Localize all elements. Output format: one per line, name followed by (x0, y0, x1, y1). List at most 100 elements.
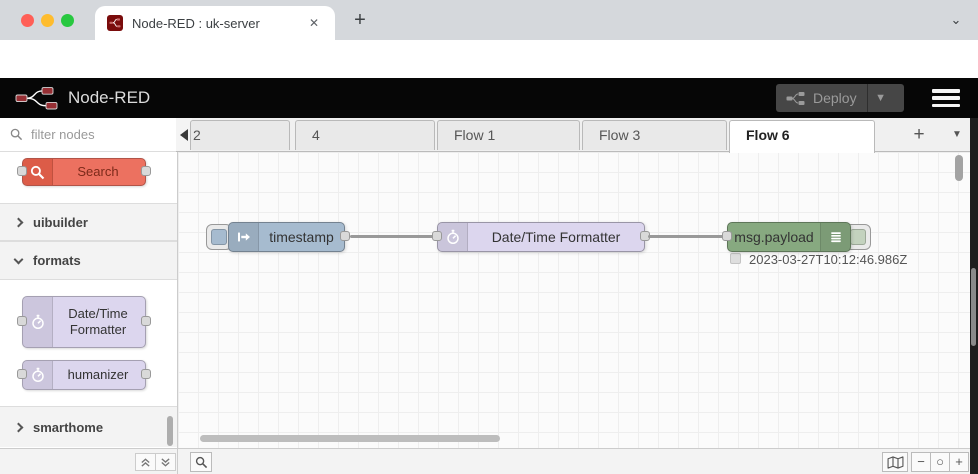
filter-search-icon (10, 128, 23, 141)
canvas-hscrollbar-thumb[interactable] (200, 435, 500, 442)
page-scrollbar-track (970, 118, 978, 474)
navigator-toggle-button[interactable] (882, 452, 908, 472)
inject-trigger-inner (211, 229, 227, 245)
double-chevron-up-icon (141, 457, 150, 467)
inject-trigger-button[interactable] (206, 224, 232, 250)
node-input-port[interactable] (722, 231, 732, 241)
browser-tab[interactable]: Node-RED : uk-server ✕ (95, 6, 335, 40)
node-input-port[interactable] (17, 316, 27, 326)
deploy-label: Deploy (813, 90, 857, 106)
search-node-icon-strip (23, 159, 53, 185)
scroll-left-icon (180, 128, 188, 141)
palette-category-uibuilder[interactable]: uibuilder (0, 203, 177, 241)
deploy-options-caret[interactable]: ▼ (875, 92, 887, 104)
tab-search-chevron-icon[interactable]: ⌄ (950, 12, 962, 27)
palette-filter (0, 118, 178, 152)
palette-collapse-all-button[interactable] (135, 453, 156, 471)
node-input-port[interactable] (17, 369, 27, 379)
add-flow-button[interactable]: + (913, 124, 925, 145)
node-output-port[interactable] (141, 166, 151, 176)
deploy-divider (866, 84, 868, 112)
debug-list-icon (830, 232, 841, 243)
new-tab-button[interactable]: + (354, 9, 366, 31)
canvas-node-debug[interactable]: msg.payload (722, 222, 851, 252)
workspace-tab-label: Flow 3 (599, 127, 641, 143)
chevron-right-icon (13, 217, 24, 227)
canvas-node-inject[interactable]: timestamp (228, 222, 350, 252)
page-scrollbar-thumb[interactable] (971, 268, 976, 346)
flow-list-button[interactable]: ▼ (952, 129, 962, 140)
workspace-tab-label: Flow 1 (454, 127, 496, 143)
palette-node-search[interactable]: Search (17, 158, 151, 186)
canvas-search-button[interactable] (190, 452, 212, 472)
tab-close-icon[interactable]: ✕ (308, 16, 319, 30)
palette-category-formats[interactable]: formats (0, 241, 177, 280)
node-output-port[interactable] (141, 369, 151, 379)
canvas-vscrollbar-thumb[interactable] (955, 155, 963, 181)
browser-tab-title: Node-RED : uk-server (132, 15, 260, 31)
tab-scroll-left-button[interactable] (176, 118, 192, 152)
datetime-node-icon-strip (438, 223, 468, 251)
node-status-dot (730, 253, 741, 264)
app-title: Node-RED (68, 88, 151, 107)
flow-canvas[interactable]: timestamp Date/Time Formatter msg.payloa (178, 152, 970, 448)
search-icon (30, 165, 45, 179)
node-output-port[interactable] (141, 316, 151, 326)
node-red-favicon (107, 15, 123, 31)
palette-node-label: Date/Time Formatter (68, 306, 128, 337)
node-input-port[interactable] (432, 231, 442, 241)
workspace-tab-partial[interactable]: 2 (190, 120, 290, 150)
wire-inject-to-formatter[interactable] (350, 235, 437, 238)
node-palette: Search uibuilder formats Date/Time Forma… (0, 152, 178, 448)
inject-arrow-icon (237, 232, 250, 242)
palette-node-datetime-formatter[interactable]: Date/Time Formatter (17, 296, 151, 348)
palette-category-smarthome[interactable]: smarthome (0, 406, 177, 447)
timer-icon (446, 229, 459, 245)
zoom-reset-button[interactable]: ○ (930, 452, 950, 472)
filter-nodes-input[interactable] (29, 126, 159, 143)
workspace-tab-flow6-active[interactable]: Flow 6 (729, 120, 875, 153)
chevron-right-icon (13, 422, 24, 432)
node-input-port[interactable] (17, 166, 27, 176)
workspace-tab-flow1[interactable]: Flow 1 (437, 120, 580, 150)
inject-node-icon-strip (229, 223, 259, 251)
deploy-button[interactable]: Deploy ▼ (776, 84, 904, 112)
node-status-text: 2023-03-27T10:12:46.986Z (749, 252, 908, 267)
palette-expand-all-button[interactable] (155, 453, 176, 471)
deploy-icon (786, 91, 805, 105)
debug-node-icon-strip (820, 223, 850, 251)
zoom-in-button[interactable]: + (949, 452, 969, 472)
datetime-node-icon-strip (23, 297, 53, 347)
workspace-tab-label: 4 (312, 127, 320, 143)
node-red-logo (15, 87, 58, 110)
main-menu-button[interactable] (932, 87, 960, 109)
palette-category-label: smarthome (33, 419, 104, 435)
palette-scrollbar-thumb[interactable] (167, 416, 173, 446)
workspace-tab-4[interactable]: 4 (295, 120, 435, 150)
canvas-node-label: timestamp (269, 229, 334, 245)
mac-minimize-button[interactable] (41, 14, 54, 27)
palette-node-humanizer[interactable]: humanizer (17, 360, 151, 390)
node-output-port[interactable] (340, 231, 350, 241)
double-chevron-down-icon (161, 457, 170, 467)
mac-fullscreen-button[interactable] (61, 14, 74, 27)
mac-close-button[interactable] (21, 14, 34, 27)
workspace-tab-flow3[interactable]: Flow 3 (582, 120, 727, 150)
wire-formatter-to-debug[interactable] (648, 235, 729, 238)
palette-footer (0, 448, 178, 474)
canvas-node-label: msg.payload (734, 229, 814, 245)
canvas-node-datetime-formatter[interactable]: Date/Time Formatter (432, 222, 650, 252)
browser-toolbar: ← → Not Secure uk-server:2718/#flow/cd14… (0, 40, 978, 113)
search-icon (195, 456, 207, 468)
deploy-button-main[interactable]: Deploy (776, 84, 867, 112)
node-red-header: Node-RED Deploy ▼ (0, 78, 978, 118)
zoom-out-button[interactable]: − (911, 452, 931, 472)
palette-category-label: formats (33, 253, 81, 268)
palette-node-label: humanizer (67, 367, 129, 382)
map-icon (887, 455, 903, 469)
palette-category-label: uibuilder (33, 214, 88, 230)
browser-tab-strip: Node-RED : uk-server ✕ + ⌄ (0, 0, 978, 40)
humanizer-node-icon-strip (23, 361, 53, 389)
canvas-node-label: Date/Time Formatter (491, 229, 621, 245)
